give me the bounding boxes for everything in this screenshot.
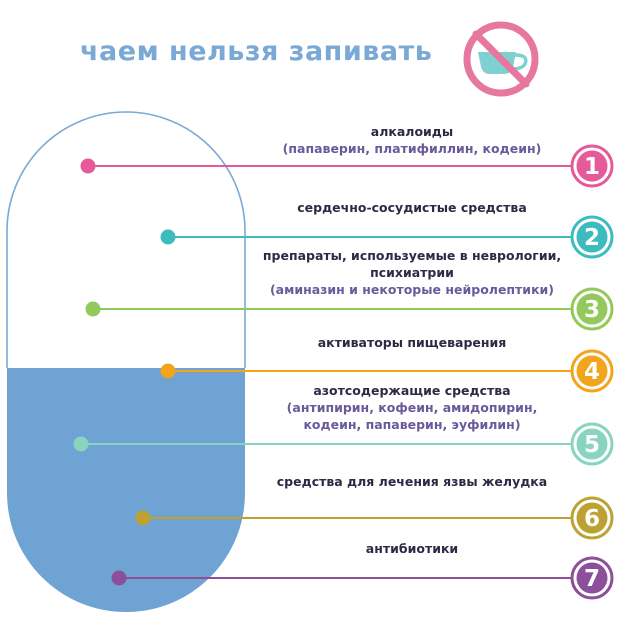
item-title: азотсодержащие средства (313, 383, 511, 398)
items-layer: 1 2 3 4 5 6 7 (73, 144, 614, 600)
number-badge-fill (576, 355, 608, 387)
number-badge-label: 2 (584, 225, 600, 251)
item-label-4: активаторы пищеварения (252, 334, 572, 351)
item-1: 1 (80, 144, 614, 188)
item-title: препараты, используемые в неврологии, (262, 248, 562, 263)
number-badge-label: 5 (584, 432, 600, 458)
number-badge-fill (576, 150, 608, 182)
connector-dot (85, 301, 101, 317)
number-badge-label: 4 (584, 359, 600, 385)
number-badge-fill (576, 293, 608, 325)
item-label-3: препараты, используемые в неврологии, пси… (252, 247, 572, 298)
item-title: антибиотики (365, 541, 459, 556)
item-title: алкалоиды (370, 124, 454, 139)
item-4: 4 (160, 349, 614, 393)
connector-dot (160, 229, 176, 245)
item-examples: кодеин, папаверин, эуфилин) (303, 417, 521, 432)
item-5: 5 (73, 422, 614, 466)
item-title: сердечно-сосудистые средства (297, 200, 527, 215)
capsule-outline (6, 111, 246, 368)
item-label-7: антибиотики (252, 540, 572, 557)
number-badge-fill (576, 502, 608, 534)
connector-dot (80, 158, 96, 174)
page-title: чаем нельзя запивать (80, 36, 433, 67)
no-tea-cup-icon (463, 21, 539, 97)
item-title: активаторы пищеварения (317, 335, 507, 350)
item-2: 2 (160, 215, 614, 259)
item-examples: (папаверин, платифиллин, кодеин) (282, 141, 542, 156)
number-badge-label: 1 (584, 154, 600, 180)
item-7: 7 (111, 556, 614, 600)
item-label-5: азотсодержащие средства (антипирин, кофеи… (252, 382, 572, 433)
number-badge-fill (576, 221, 608, 253)
capsule-fill (7, 368, 245, 612)
item-label-6: средства для лечения язвы желудка (252, 473, 572, 490)
connector-dot (135, 510, 151, 526)
item-examples: (аминазин и некоторые нейролептики) (269, 282, 555, 297)
connector-dot (73, 436, 89, 452)
item-title: средства для лечения язвы желудка (276, 474, 548, 489)
number-badge-label: 6 (584, 506, 600, 532)
number-badge-fill (576, 562, 608, 594)
item-label-2: сердечно-сосудистые средства (252, 199, 572, 216)
capsule (6, 111, 246, 612)
item-3: 3 (85, 287, 614, 331)
connector-dot (160, 363, 176, 379)
item-6: 6 (135, 496, 614, 540)
item-title: психиатрии (370, 265, 454, 280)
number-badge-label: 7 (584, 566, 600, 592)
number-badge-label: 3 (584, 297, 600, 323)
item-examples: (антипирин, кофеин, амидопирин, (286, 400, 538, 415)
number-badge-fill (576, 428, 608, 460)
connector-dot (111, 570, 127, 586)
item-label-1: алкалоиды (папаверин, платифиллин, кодеин… (252, 123, 572, 157)
